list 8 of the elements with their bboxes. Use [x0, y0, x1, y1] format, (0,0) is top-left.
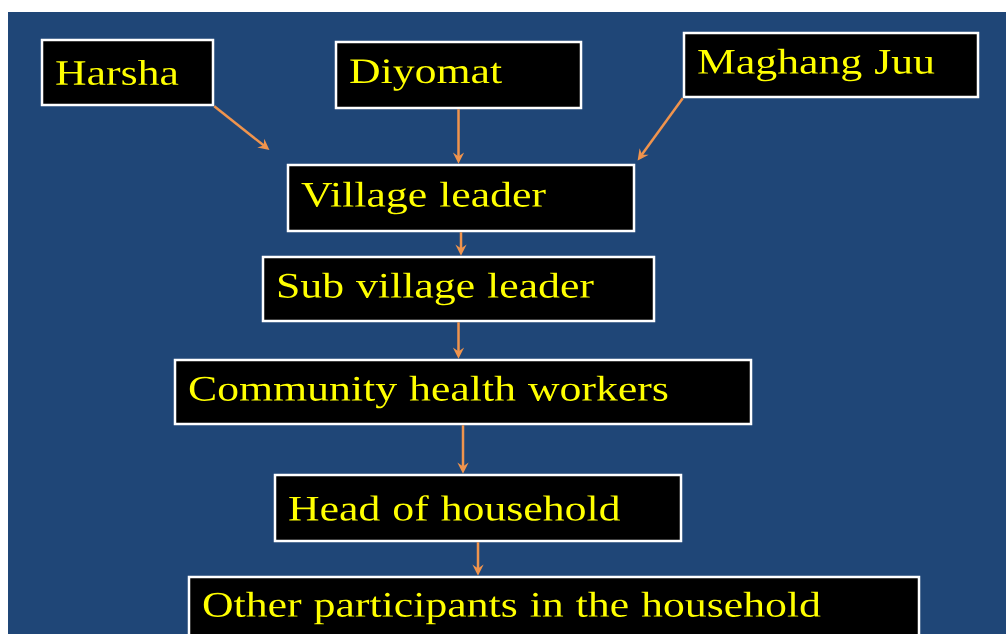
text-box: Head of household: [273, 473, 683, 543]
text-box: Other participants in the household: [187, 575, 921, 634]
text-box: Village leader: [286, 163, 636, 233]
text-box: Harsha: [40, 38, 215, 107]
text-box: Maghang Juu: [682, 31, 980, 99]
text-box: Sub village leader: [261, 255, 656, 323]
text-box: Community health workers: [173, 358, 753, 426]
text-box: Diyomat: [334, 40, 583, 110]
